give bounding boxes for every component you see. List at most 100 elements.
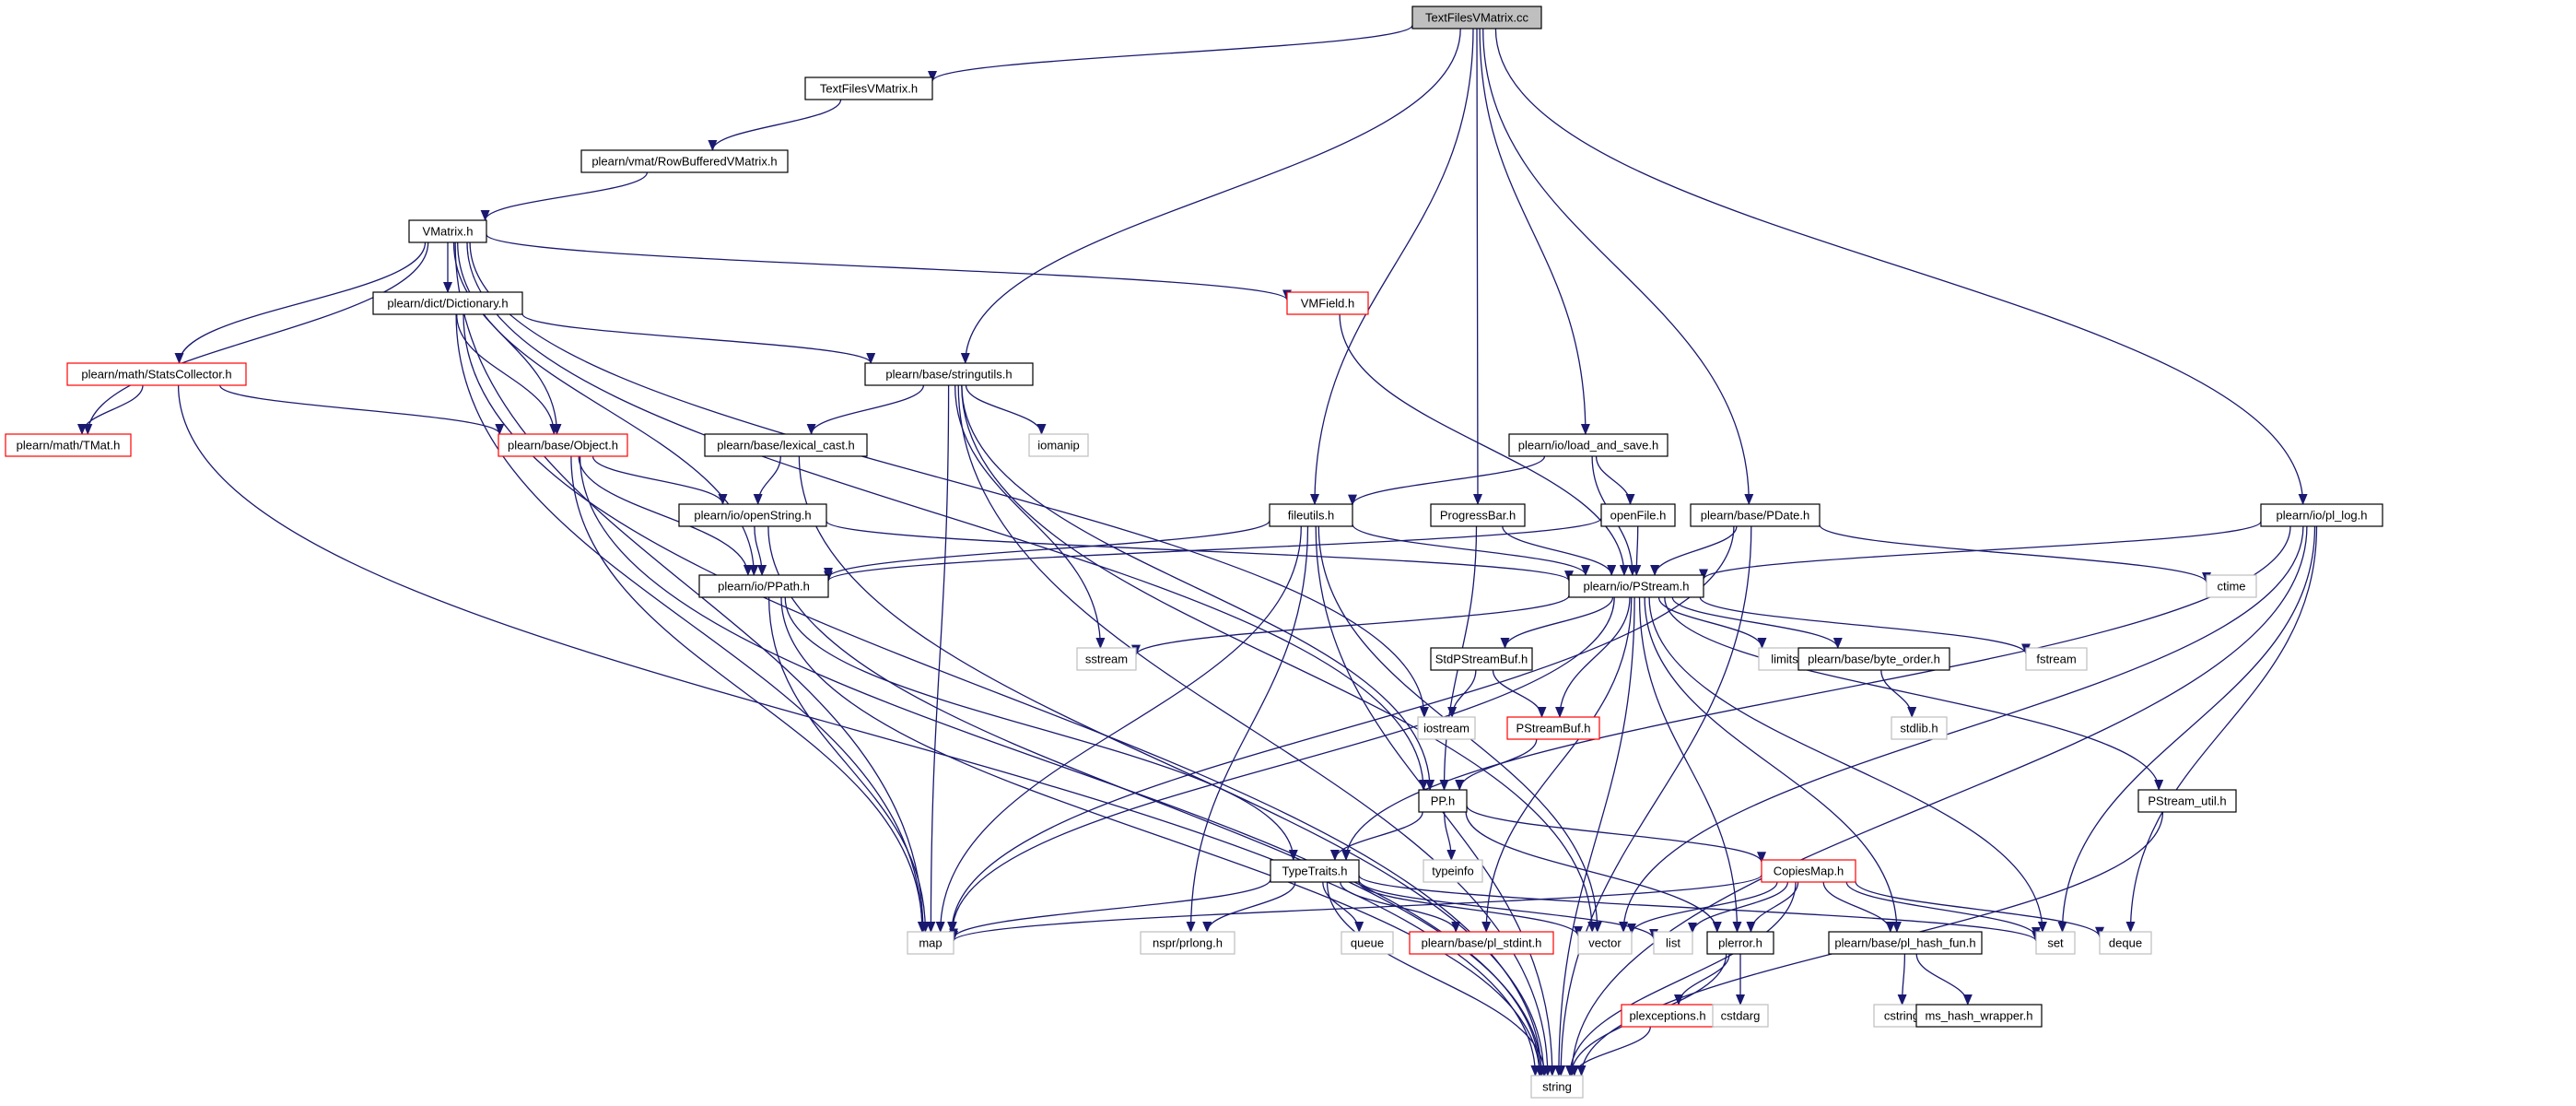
node-object[interactable]: plearn/base/Object.h — [498, 433, 628, 457]
edge-copiesmap-to-set — [1845, 881, 2041, 938]
node-vector-box — [1577, 931, 1633, 955]
edge-pstream-to-set — [1648, 596, 2047, 933]
node-map: map — [907, 931, 954, 955]
edge-pllog-to-vector — [1619, 525, 2304, 933]
edge-openfile-to-pstream — [1632, 525, 1642, 576]
node-openstring-box — [678, 503, 827, 527]
node-copiesmap-label: CopiesMap.h — [1774, 865, 1844, 878]
node-statscol[interactable]: plearn/math/StatsCollector.h — [66, 362, 247, 386]
node-stdlib-label: stdlib.h — [1900, 722, 1938, 735]
edge-dictionary-to-string — [463, 313, 1546, 1077]
node-pstreamutil[interactable]: PStream_util.h — [2137, 789, 2237, 813]
node-pp[interactable]: PP.h — [1418, 789, 1468, 813]
node-fileutils-box — [1269, 503, 1353, 527]
edge-pstream-to-pstreambuf — [1555, 596, 1631, 718]
edge-byteorder-to-stdlib — [1880, 669, 1917, 718]
edge-progressbar-to-pstream — [1502, 525, 1617, 576]
edge-typetraits-to-prlong — [1202, 881, 1296, 933]
node-tfvm_h[interactable]: TextFilesVMatrix.h — [804, 76, 933, 100]
edge-pstream-to-map — [947, 596, 1615, 933]
node-rowbuf[interactable]: plearn/vmat/RowBufferedVMatrix.h — [580, 149, 789, 173]
node-object-label: plearn/base/Object.h — [508, 439, 618, 453]
node-dictionary-box — [372, 291, 523, 315]
edge-object-to-map — [570, 455, 928, 933]
node-typeinfo-box — [1423, 859, 1483, 883]
node-ppath[interactable]: plearn/io/PPath.h — [698, 574, 829, 598]
edge-openstring-to-ppath — [754, 525, 767, 576]
edge-plexceptions-to-string — [1569, 1026, 1651, 1077]
node-map-label: map — [919, 936, 942, 950]
node-cstdarg-box — [1712, 1004, 1769, 1028]
edge-pp-to-typeinfo — [1444, 811, 1457, 861]
node-progressbar[interactable]: ProgressBar.h — [1430, 503, 1526, 527]
edge-fileutils-to-pstream — [1352, 524, 1590, 576]
node-copiesmap[interactable]: CopiesMap.h — [1761, 859, 1856, 883]
node-mshash-box — [1915, 1004, 2043, 1028]
edge-pllog-to-pstream — [1699, 521, 2262, 581]
edge-statscol-to-object — [219, 384, 505, 435]
node-vmfield[interactable]: VMField.h — [1286, 291, 1369, 315]
node-byteorder[interactable]: plearn/base/byte_order.h — [1797, 647, 1950, 671]
node-mshash[interactable]: ms_hash_wrapper.h — [1915, 1004, 2043, 1028]
node-openstring[interactable]: plearn/io/openString.h — [678, 503, 827, 527]
node-list-box — [1653, 931, 1693, 955]
node-pstreambuf[interactable]: PStreamBuf.h — [1506, 716, 1600, 740]
node-vmatrix[interactable]: VMatrix.h — [408, 219, 487, 243]
edge-stringutils-to-iomanip — [965, 384, 1047, 435]
node-pstreambuf-label: PStreamBuf.h — [1516, 722, 1591, 735]
node-prlong-box — [1140, 931, 1235, 955]
node-pdate[interactable]: plearn/base/PDate.h — [1690, 503, 1821, 527]
node-stdpstreambuf[interactable]: StdPStreamBuf.h — [1430, 647, 1533, 671]
node-plhashfun[interactable]: plearn/base/pl_hash_fun.h — [1828, 931, 1983, 955]
node-tfvm_h-box — [804, 76, 933, 100]
node-pllog[interactable]: plearn/io/pl_log.h — [2260, 503, 2383, 527]
node-vmatrix-label: VMatrix.h — [423, 225, 474, 239]
node-typetraits[interactable]: TypeTraits.h — [1270, 859, 1360, 883]
node-dictionary[interactable]: plearn/dict/Dictionary.h — [372, 291, 523, 315]
node-vector: vector — [1577, 931, 1633, 955]
node-pp-label: PP.h — [1431, 794, 1456, 808]
edge-object-to-string — [579, 455, 1545, 1077]
node-tmat[interactable]: plearn/math/TMat.h — [5, 433, 132, 457]
node-cstring-label: cstring — [1884, 1009, 1919, 1023]
edge-copiesmap-to-list — [1688, 881, 1789, 934]
node-prlong-label: nspr/prlong.h — [1153, 936, 1223, 950]
node-vmfield-box — [1286, 291, 1369, 315]
node-pstream[interactable]: plearn/io/PStream.h — [1568, 574, 1704, 598]
node-plstdint[interactable]: plearn/base/pl_stdint.h — [1409, 931, 1554, 955]
node-limits-label: limits — [1771, 653, 1798, 666]
node-plstdint-label: plearn/base/pl_stdint.h — [1422, 936, 1542, 950]
node-vector-label: vector — [1588, 936, 1622, 950]
node-stdpstreambuf-box — [1430, 647, 1533, 671]
node-set-label: set — [2047, 936, 2064, 950]
edge-pstream-to-plstdint — [1481, 596, 1633, 933]
node-pstream-label: plearn/io/PStream.h — [1584, 580, 1690, 594]
node-plerror[interactable]: plerror.h — [1706, 931, 1774, 955]
node-root-label: TextFilesVMatrix.cc — [1425, 11, 1528, 25]
node-typetraits-label: TypeTraits.h — [1282, 865, 1347, 878]
node-pstreamutil-box — [2137, 789, 2237, 813]
node-queue-box — [1341, 931, 1394, 955]
node-vmatrix-box — [408, 219, 487, 243]
node-plexceptions[interactable]: plexceptions.h — [1621, 1004, 1715, 1028]
edge-fileutils-to-ppath — [824, 520, 1270, 579]
node-lexcast[interactable]: plearn/base/lexical_cast.h — [704, 433, 868, 457]
node-plhashfun-label: plearn/base/pl_hash_fun.h — [1834, 936, 1975, 950]
edge-object-to-ppath — [578, 455, 753, 576]
node-cstdarg-label: cstdarg — [1721, 1009, 1761, 1023]
node-stringutils[interactable]: plearn/base/stringutils.h — [864, 362, 1034, 386]
node-stringutils-box — [864, 362, 1034, 386]
edge-loadsave-to-fileutils — [1348, 455, 1546, 506]
node-fileutils[interactable]: fileutils.h — [1269, 503, 1353, 527]
node-statscol-box — [66, 362, 247, 386]
node-loadsave[interactable]: plearn/io/load_and_save.h — [1508, 433, 1669, 457]
node-lexcast-box — [704, 433, 868, 457]
edge-dictionary-to-stringutils — [521, 313, 876, 364]
edge-statscol-to-tmat — [77, 384, 144, 435]
node-fstream-label: fstream — [2036, 653, 2076, 666]
edge-pp-to-copiesmap — [1466, 805, 1766, 864]
node-openfile[interactable]: openFile.h — [1600, 503, 1676, 527]
edge-typetraits-to-string — [1326, 881, 1550, 1077]
